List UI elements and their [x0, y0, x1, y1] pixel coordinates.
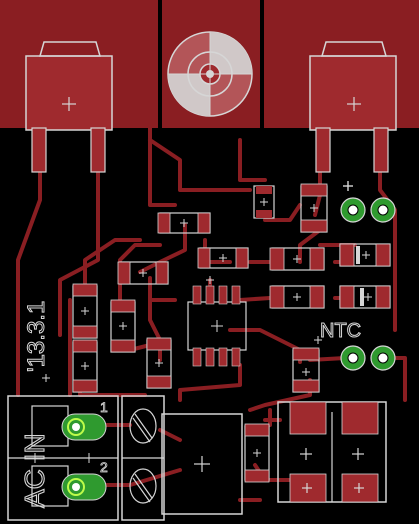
resistor-r12 — [244, 423, 270, 483]
resistor-r5 — [72, 339, 98, 393]
regulator-left — [25, 41, 113, 173]
ntc-label: NTC — [320, 320, 361, 342]
transistor-sot23 — [253, 185, 275, 219]
ic-pin — [218, 347, 228, 367]
regulator-right-tab — [309, 55, 397, 131]
regulator-left-pin-1 — [31, 127, 47, 173]
pin-1-label: 1 — [100, 399, 108, 415]
origin-markers — [42, 276, 214, 382]
ic-pin — [231, 285, 241, 305]
terminal-pad-1 — [61, 413, 107, 441]
smd-components — [72, 183, 328, 483]
screw-terminal-2 — [129, 468, 157, 504]
diode-d2 — [339, 285, 391, 309]
ac-in-label: AC IN — [19, 433, 50, 508]
ic-so8 — [187, 285, 247, 367]
terminal-pad-2 — [61, 473, 107, 501]
through-hole-pads-top — [340, 181, 396, 223]
regulator-left-pin-2 — [90, 127, 106, 173]
resistor-r7 — [146, 337, 172, 389]
resistor-r2 — [197, 247, 249, 269]
regulator-right-top-outline — [321, 41, 387, 57]
resistor-r3 — [117, 261, 169, 285]
capacitor-block — [277, 401, 387, 503]
diode-d1 — [339, 243, 391, 267]
resistor-r11 — [292, 347, 320, 393]
resistor-r10 — [269, 285, 325, 309]
ic-pin — [205, 347, 215, 367]
fiducial-target — [167, 31, 253, 117]
ic-pin — [231, 347, 241, 367]
ic-pin — [205, 285, 215, 305]
ic-pin — [218, 285, 228, 305]
version-label: '13.3.1 — [23, 301, 50, 372]
ac-in-terminal — [7, 395, 165, 521]
regulator-right — [309, 41, 397, 173]
screw-terminal-1 — [129, 408, 157, 444]
copper-traces — [16, 126, 407, 502]
regulator-left-center-mark — [62, 97, 76, 111]
resistor-r4 — [72, 283, 98, 339]
regulator-right-pin-1 — [315, 127, 331, 173]
ntc-thermistor-pads — [314, 336, 396, 371]
regulator-left-top-outline — [39, 41, 101, 57]
ic-pin — [192, 347, 202, 367]
resistor-r8 — [300, 183, 328, 233]
resistor-r6 — [110, 299, 136, 353]
resistor-r1 — [157, 212, 211, 234]
inductor-large — [161, 413, 243, 515]
ic-pin — [192, 285, 202, 305]
capacitor-pad — [341, 401, 379, 435]
regulator-right-pin-2 — [373, 127, 389, 173]
pin-2-label: 2 — [100, 459, 108, 475]
capacitor-pad — [289, 401, 327, 435]
regulator-right-center-mark — [347, 97, 361, 111]
regulator-left-tab — [25, 55, 113, 131]
resistor-r9 — [269, 247, 325, 271]
